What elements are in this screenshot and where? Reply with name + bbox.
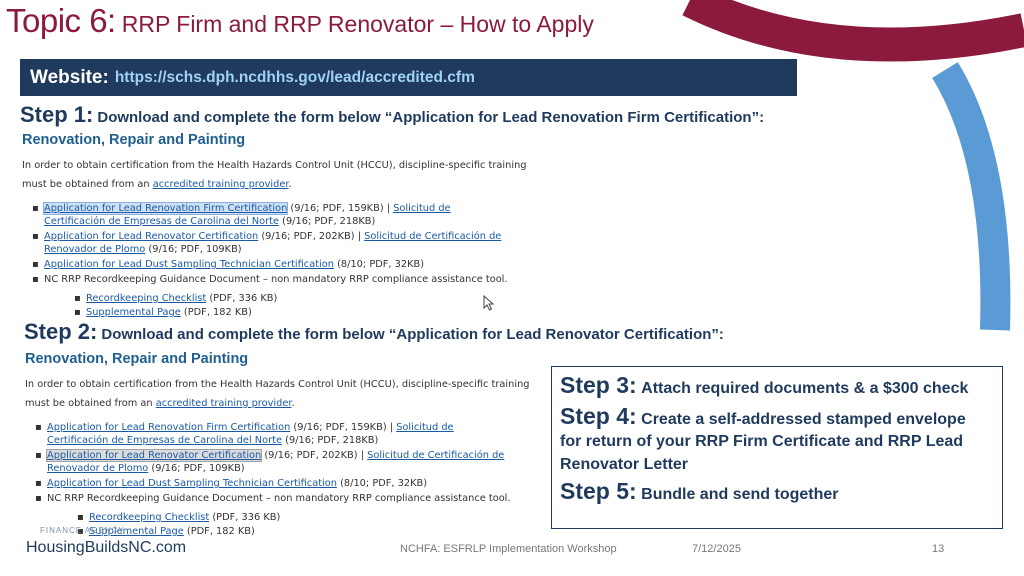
list-item: Application for Lead Renovator Certifica… bbox=[33, 449, 538, 475]
list-item: NC RRP Recordkeeping Guidance Document –… bbox=[33, 492, 545, 539]
file-meta: (9/16; PDF, 202KB) | bbox=[261, 450, 368, 461]
footer-workshop-title: NCHFA: ESFRLP Implementation Workshop bbox=[400, 543, 617, 555]
renovator-spanish-link[interactable]: Solicitud de Certificación de Renovador … bbox=[44, 231, 502, 255]
list-item: Application for Lead Renovator Certifica… bbox=[30, 230, 520, 256]
list-item: Recordkeeping Checklist (PDF, 336 KB) bbox=[75, 511, 545, 525]
file-meta: (9/16; PDF, 109KB) bbox=[145, 244, 242, 255]
webpage-screenshot-firm: Renovation, Repair and Painting In order… bbox=[22, 132, 542, 320]
logo-fragment: FINANCE AGENCY bbox=[40, 526, 125, 535]
supplemental-page-link[interactable]: Supplemental Page bbox=[86, 307, 181, 318]
section-heading: Renovation, Repair and Painting bbox=[22, 132, 246, 148]
list-item: Application for Lead Renovation Firm Cer… bbox=[30, 202, 500, 228]
step-2-text: Download and complete the form below “Ap… bbox=[101, 326, 724, 343]
renovator-application-link[interactable]: Application for Lead Renovator Certifica… bbox=[44, 231, 259, 242]
intro-end: . bbox=[288, 179, 292, 190]
dust-sampling-link[interactable]: Application for Lead Dust Sampling Techn… bbox=[47, 478, 337, 489]
list-item: Application for Lead Dust Sampling Techn… bbox=[33, 477, 545, 490]
step-2: Step 2:Download and complete the form be… bbox=[24, 319, 724, 345]
mouse-pointer-icon bbox=[483, 295, 495, 311]
file-meta: (9/16; PDF, 218KB) bbox=[279, 216, 376, 227]
training-provider-link[interactable]: accredited training provider bbox=[152, 179, 289, 190]
firm-spanish-link[interactable]: Solicitud de Certificación de Empresas d… bbox=[47, 422, 454, 446]
firm-application-link[interactable]: Application for Lead Renovation Firm Cer… bbox=[42, 202, 289, 215]
supplemental-page-link[interactable]: Supplemental Page bbox=[89, 526, 184, 537]
step-3-number: Step 3: bbox=[560, 372, 637, 398]
file-meta: (PDF, 336 KB) bbox=[209, 512, 281, 523]
guidance-text: NC RRP Recordkeeping Guidance Document –… bbox=[44, 274, 508, 285]
page-title: Topic 6:RRP Firm and RRP Renovator – How… bbox=[6, 2, 594, 40]
list-item: Application for Lead Renovation Firm Cer… bbox=[33, 421, 513, 447]
step-3-text: Attach required documents & a $300 check bbox=[641, 380, 969, 397]
file-meta: (9/16; PDF, 218KB) bbox=[282, 435, 379, 446]
sub-list: Recordkeeping Checklist (PDF, 336 KB) Su… bbox=[75, 511, 545, 539]
footer-date: 7/12/2025 bbox=[692, 543, 741, 555]
title-main: Topic 6: bbox=[6, 2, 116, 39]
intro-text: In order to obtain certification from th… bbox=[25, 379, 530, 409]
website-label: Website: bbox=[30, 66, 109, 88]
section-heading: Renovation, Repair and Painting bbox=[25, 351, 249, 367]
step-4-number: Step 4: bbox=[560, 403, 637, 429]
step-5: Step 5: Bundle and send together bbox=[560, 478, 994, 505]
step-5-text: Bundle and send together bbox=[641, 486, 839, 503]
sub-list: Recordkeeping Checklist (PDF, 336 KB) Su… bbox=[72, 292, 542, 320]
website-url-link[interactable]: https://schs.dph.ncdhhs.gov/lead/accredi… bbox=[114, 68, 475, 86]
housingbuildsnc-logo: HousingBuildsNC.com bbox=[26, 539, 187, 556]
intro-text: In order to obtain certification from th… bbox=[22, 160, 527, 190]
renovator-application-link[interactable]: Application for Lead Renovator Certifica… bbox=[45, 449, 263, 462]
list-item: Recordkeeping Checklist (PDF, 336 KB) bbox=[72, 292, 542, 306]
application-list: Application for Lead Renovation Firm Cer… bbox=[30, 202, 542, 320]
step-4: Step 4: Create a self-addressed stamped … bbox=[560, 403, 994, 430]
webpage-screenshot-renovator: Renovation, Repair and Painting In order… bbox=[25, 351, 545, 539]
file-meta: (9/16; PDF, 159KB) | bbox=[287, 203, 394, 214]
intro-end: . bbox=[291, 398, 295, 409]
recordkeeping-checklist-link[interactable]: Recordkeeping Checklist bbox=[89, 512, 210, 523]
file-meta: (9/16; PDF, 202KB) | bbox=[258, 231, 365, 242]
file-meta: (PDF, 336 KB) bbox=[206, 293, 278, 304]
renovator-spanish-link[interactable]: Solicitud de Certificación de Renovador … bbox=[47, 450, 505, 474]
guidance-text: NC RRP Recordkeeping Guidance Document –… bbox=[47, 493, 511, 504]
firm-spanish-link[interactable]: Solicitud de Certificación de Empresas d… bbox=[44, 203, 451, 227]
step-1-number: Step 1: bbox=[20, 102, 94, 127]
page-number: 13 bbox=[932, 543, 945, 555]
steps-3-5-box: Step 3: Attach required documents & a $3… bbox=[551, 366, 1003, 529]
training-provider-link[interactable]: accredited training provider bbox=[155, 398, 292, 409]
step-4-continuation: Renovator Letter bbox=[560, 456, 689, 473]
file-meta: (8/10; PDF, 32KB) bbox=[333, 259, 425, 270]
step-2-number: Step 2: bbox=[24, 319, 98, 344]
file-meta: (8/10; PDF, 32KB) bbox=[336, 478, 428, 489]
step-5-number: Step 5: bbox=[560, 478, 637, 504]
list-item: NC RRP Recordkeeping Guidance Document –… bbox=[30, 273, 542, 320]
list-item: Supplemental Page (PDF, 182 KB) bbox=[72, 306, 542, 320]
step-1: Step 1:Download and complete the form be… bbox=[20, 102, 764, 128]
file-meta: (9/16; PDF, 109KB) bbox=[148, 463, 245, 474]
list-item: Application for Lead Dust Sampling Techn… bbox=[30, 258, 542, 271]
file-meta: (PDF, 182 KB) bbox=[180, 307, 252, 318]
dust-sampling-link[interactable]: Application for Lead Dust Sampling Techn… bbox=[44, 259, 334, 270]
application-list: Application for Lead Renovation Firm Cer… bbox=[33, 421, 545, 539]
recordkeeping-checklist-link[interactable]: Recordkeeping Checklist bbox=[86, 293, 207, 304]
file-meta: (PDF, 182 KB) bbox=[183, 526, 255, 537]
file-meta: (9/16; PDF, 159KB) | bbox=[290, 422, 397, 433]
title-sub: RRP Firm and RRP Renovator – How to Appl… bbox=[121, 11, 594, 37]
step-4-text: Create a self-addressed stamped envelope bbox=[641, 411, 966, 428]
step-1-text: Download and complete the form below “Ap… bbox=[97, 109, 765, 126]
step-4-continuation: for return of your RRP Firm Certificate … bbox=[560, 433, 964, 450]
firm-application-link[interactable]: Application for Lead Renovation Firm Cer… bbox=[47, 422, 291, 433]
intro-paragraph: In order to obtain certification from th… bbox=[22, 156, 542, 194]
intro-paragraph: In order to obtain certification from th… bbox=[25, 375, 545, 413]
list-item: Supplemental Page (PDF, 182 KB) bbox=[75, 525, 545, 539]
website-bar: Website: https://schs.dph.ncdhhs.gov/lea… bbox=[20, 59, 797, 96]
step-3: Step 3: Attach required documents & a $3… bbox=[560, 372, 994, 399]
